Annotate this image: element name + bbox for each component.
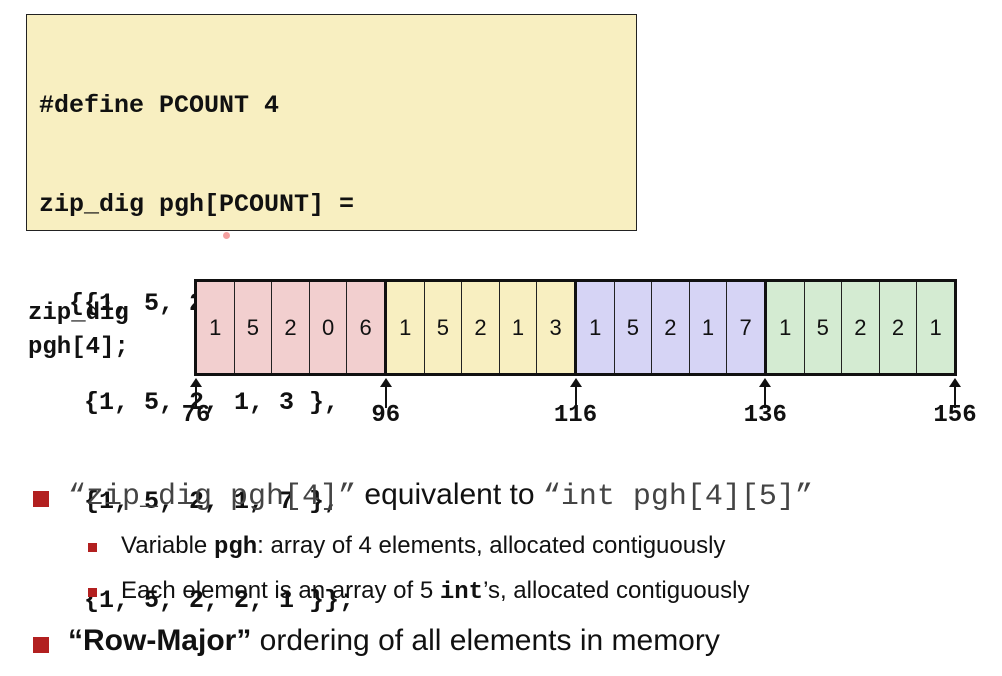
memory-cell: 1 bbox=[576, 282, 615, 373]
memory-cell: 1 bbox=[917, 282, 954, 373]
text: Each element is an array of 5 bbox=[121, 577, 440, 604]
address-arrow-icon bbox=[949, 378, 961, 408]
memory-cell: 7 bbox=[727, 282, 767, 373]
quote: ” bbox=[794, 480, 813, 514]
memory-cell: 1 bbox=[197, 282, 235, 373]
address-arrow-icon bbox=[379, 378, 392, 408]
code-line: {1, 5, 2, 1, 3 }, bbox=[39, 388, 340, 417]
code-zip-dig: zip_dig pgh[4] bbox=[86, 480, 339, 514]
memory-cell: 5 bbox=[614, 282, 653, 373]
memory-cell: 5 bbox=[804, 282, 843, 373]
sub-bullet-pgh: Variable pgh: array of 4 elements, alloc… bbox=[121, 532, 725, 561]
address-arrow-icon bbox=[190, 378, 202, 408]
bullet-square bbox=[33, 637, 49, 653]
equivalent-text: equivalent to bbox=[356, 478, 543, 511]
declaration-type: zip_dig bbox=[28, 300, 129, 327]
memory-cell: 6 bbox=[347, 282, 387, 373]
sub-bullet-square bbox=[88, 543, 97, 552]
address-label: 156 bbox=[933, 402, 977, 429]
memory-cell: 2 bbox=[842, 282, 880, 373]
memory-cell: 5 bbox=[234, 282, 273, 373]
address-label: 136 bbox=[743, 402, 787, 429]
memory-cell: 5 bbox=[424, 282, 463, 373]
code-int: int bbox=[439, 579, 484, 606]
code-line: zip_dig pgh[PCOUNT] = bbox=[39, 190, 355, 219]
quote: “ bbox=[68, 480, 87, 514]
memory-cell: 2 bbox=[462, 282, 500, 373]
code-int-array: int pgh[4][5] bbox=[560, 480, 795, 514]
sub-bullet-element: Each element is an array of 5 int’s, all… bbox=[121, 577, 749, 606]
code-block: #define PCOUNT 4 zip_dig pgh[PCOUNT] = {… bbox=[26, 14, 637, 615]
address-arrow-icon bbox=[759, 378, 772, 408]
code-line: {1, 5, 2, 1, 7 }, bbox=[39, 487, 340, 516]
sub-bullet-square bbox=[88, 588, 97, 597]
bullet-row-major: “Row-Major” ordering of all elements in … bbox=[68, 624, 720, 658]
quote: ” bbox=[338, 480, 357, 514]
memory-cell: 2 bbox=[879, 282, 918, 373]
address-arrow-icon bbox=[569, 378, 582, 408]
address-label: 76 bbox=[181, 402, 211, 429]
memory-cell: 2 bbox=[652, 282, 690, 373]
memory-cell: 0 bbox=[309, 282, 348, 373]
memory-cell: 1 bbox=[386, 282, 425, 373]
memory-cell: 2 bbox=[272, 282, 310, 373]
pointer-dot bbox=[223, 232, 230, 239]
text: Variable bbox=[121, 532, 214, 559]
bullet-equivalence: “zip_dig pgh[4]” equivalent to “int pgh[… bbox=[68, 478, 813, 514]
text: : array of 4 elements, allocated contigu… bbox=[257, 532, 726, 559]
text: ’s, allocated contiguously bbox=[483, 577, 750, 604]
address-label: 96 bbox=[371, 402, 401, 429]
memory-cell: 3 bbox=[537, 282, 577, 373]
code-line: {1, 5, 2, 2, 1 }}; bbox=[39, 586, 355, 615]
code-pgh: pgh bbox=[213, 534, 258, 561]
memory-cell: 1 bbox=[499, 282, 538, 373]
quote: “ bbox=[542, 480, 561, 514]
memory-cell: 1 bbox=[766, 282, 805, 373]
row-major-label: “Row-Major” bbox=[68, 624, 252, 657]
memory-cell: 1 bbox=[689, 282, 728, 373]
bullet-square bbox=[33, 491, 49, 507]
address-label: 116 bbox=[553, 402, 598, 429]
declaration-name: pgh[4]; bbox=[28, 334, 129, 361]
code-line: #define PCOUNT 4 bbox=[39, 91, 280, 120]
text: ordering of all elements in memory bbox=[251, 624, 720, 657]
